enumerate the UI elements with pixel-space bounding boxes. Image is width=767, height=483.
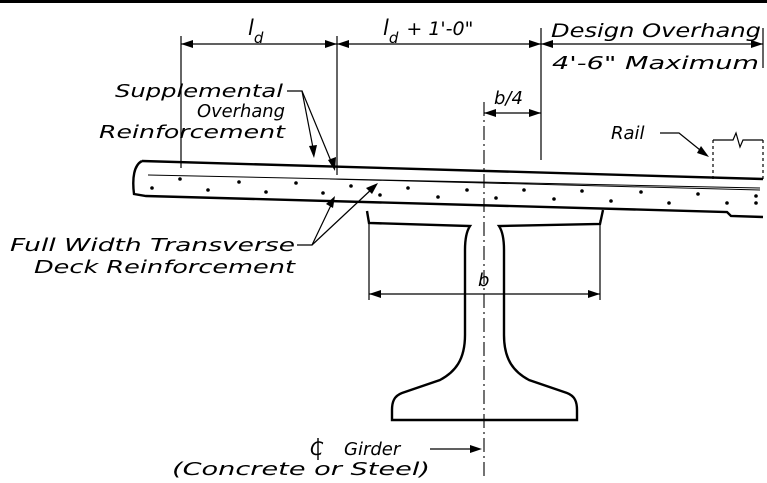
deck-slab: [132, 159, 764, 219]
b-quarter-label: b/4: [494, 88, 523, 109]
full-width-label-line1: Full Width Transverse: [10, 235, 295, 256]
full-width-label-line2: Deck Reinforcement: [34, 257, 296, 278]
girder-label: Girder: [344, 439, 402, 460]
supplemental-label-line2: Overhang: [197, 101, 285, 122]
rail: [712, 131, 764, 181]
rail-label: Rail: [611, 123, 645, 144]
overhang-maximum-label: 4'-6" Maximum: [552, 53, 759, 74]
dimension-lines: [180, 28, 764, 300]
transverse-rebar-dots: [150, 177, 758, 205]
ld-plus-dimension-label: ld+ 1'-0": [383, 16, 473, 47]
girder-section: [365, 209, 605, 422]
girder-centerline-label: C Girder (Concrete or Steel): [172, 438, 430, 480]
girder-type-label: (Concrete or Steel): [172, 459, 430, 480]
ld-dimension-label: ld: [248, 16, 264, 47]
leader-lines: [287, 90, 709, 453]
design-overhang-label: Design Overhang: [551, 20, 761, 42]
centerline-symbol: C: [310, 438, 324, 460]
supplemental-label-line3: Reinforcement: [99, 122, 286, 143]
supplemental-label-line1: Supplemental: [115, 81, 283, 102]
b-dimension-label: b: [478, 270, 489, 291]
